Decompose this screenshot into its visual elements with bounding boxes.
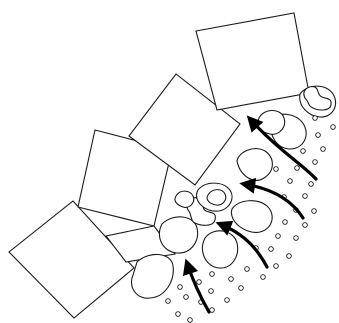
- particle: [309, 182, 314, 187]
- particle: [184, 295, 189, 300]
- blob: [132, 254, 174, 298]
- particle: [312, 209, 317, 214]
- particle: [301, 149, 306, 154]
- particle: [209, 289, 214, 294]
- particle: [276, 234, 281, 239]
- blob: [175, 191, 194, 207]
- particle: [178, 285, 183, 290]
- particle: [210, 272, 215, 277]
- particle: [188, 318, 193, 323]
- particle: [321, 147, 326, 152]
- particle: [245, 267, 250, 272]
- particle: [197, 280, 202, 285]
- particle: [274, 264, 279, 269]
- particle: [166, 299, 171, 304]
- particle: [176, 312, 181, 317]
- particle: [294, 236, 299, 241]
- particle: [316, 133, 321, 138]
- blob: [231, 201, 272, 233]
- blob: [237, 149, 272, 181]
- particle: [225, 298, 230, 303]
- particle: [288, 179, 293, 184]
- blob: [207, 190, 226, 205]
- particle: [331, 125, 336, 130]
- particle: [295, 166, 300, 171]
- particle: [303, 194, 308, 199]
- particle: [261, 275, 266, 280]
- particle: [287, 254, 292, 259]
- square-block: [196, 13, 309, 110]
- square-block: [9, 201, 134, 318]
- particle: [269, 247, 274, 252]
- flow-arrow: [187, 263, 209, 312]
- particle: [313, 116, 318, 121]
- particle: [274, 167, 279, 172]
- particle: [229, 277, 234, 282]
- blob: [202, 231, 237, 268]
- particle: [283, 220, 288, 225]
- blob: [159, 217, 197, 253]
- particle: [239, 286, 244, 291]
- particle: [303, 223, 308, 228]
- particle: [313, 160, 318, 165]
